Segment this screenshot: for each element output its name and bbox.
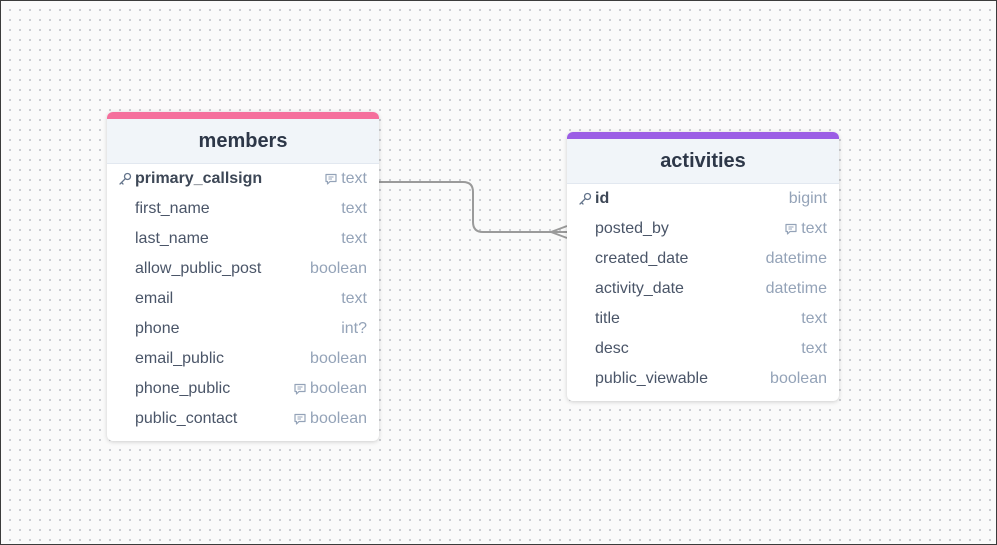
field-name: primary_callsign <box>135 170 263 187</box>
field-type: text <box>801 310 827 328</box>
field-name: activity_date <box>595 280 684 297</box>
field-name: posted_by <box>595 220 669 237</box>
field-name: title <box>595 310 620 327</box>
field-name: desc <box>595 340 629 357</box>
field-type: boolean <box>770 370 827 388</box>
field-type: datetime <box>766 250 827 268</box>
field-type-label: boolean <box>770 370 827 387</box>
field-type: text <box>341 290 367 308</box>
field-type-label: boolean <box>310 380 367 397</box>
crowfoot-many-icon <box>550 225 568 239</box>
field-row[interactable]: desc text <box>567 334 839 364</box>
comment-note-icon[interactable] <box>293 382 307 396</box>
field-type: datetime <box>766 280 827 298</box>
field-type-label: datetime <box>765 280 827 297</box>
field-row[interactable]: last_name text <box>107 224 379 254</box>
field-row[interactable]: public_viewable boolean <box>567 364 839 394</box>
field-type: boolean <box>310 260 367 278</box>
field-row[interactable]: created_date datetime <box>567 244 839 274</box>
field-row[interactable]: posted_by text <box>567 214 839 244</box>
table-title: members <box>198 129 288 152</box>
field-type: boolean <box>293 410 367 428</box>
field-name: created_date <box>595 250 689 267</box>
field-name: email_public <box>135 350 224 367</box>
field-name: last_name <box>135 230 209 247</box>
field-name: public_contact <box>135 410 238 427</box>
field-type-label: boolean <box>310 410 367 427</box>
field-name: public_viewable <box>595 370 708 387</box>
field-type-label: text <box>801 340 827 357</box>
field-row[interactable]: primary_callsign text <box>107 164 379 194</box>
field-type: boolean <box>310 350 367 368</box>
comment-note-icon[interactable] <box>324 172 338 186</box>
field-row[interactable]: phone int? <box>107 314 379 344</box>
table-header[interactable]: activities <box>567 132 839 184</box>
table-header[interactable]: members <box>107 112 379 164</box>
field-type: text <box>801 340 827 358</box>
field-type: text <box>341 200 367 218</box>
field-type-label: text <box>801 220 827 237</box>
field-row[interactable]: id bigint <box>567 184 839 214</box>
field-type-label: bigint <box>788 190 827 207</box>
field-name: allow_public_post <box>135 260 262 277</box>
field-row[interactable]: email text <box>107 284 379 314</box>
primary-key-icon <box>578 192 592 206</box>
field-type: boolean <box>293 380 367 398</box>
field-type: int? <box>341 320 367 338</box>
field-name: email <box>135 290 174 307</box>
comment-note-icon[interactable] <box>784 222 798 236</box>
field-row[interactable]: phone_public boolean <box>107 374 379 404</box>
field-type-label: text <box>801 310 827 327</box>
field-name: phone <box>135 320 180 337</box>
field-name: id <box>595 190 610 207</box>
field-row[interactable]: public_contact boolean <box>107 404 379 434</box>
field-type-label: text <box>341 170 367 187</box>
field-type: text <box>324 170 367 188</box>
field-row[interactable]: first_name text <box>107 194 379 224</box>
field-type: text <box>341 230 367 248</box>
field-row[interactable]: allow_public_post boolean <box>107 254 379 284</box>
field-type-label: int? <box>341 320 367 337</box>
field-type: text <box>784 220 827 238</box>
table-title: activities <box>660 149 746 172</box>
field-type-label: text <box>341 290 367 307</box>
comment-note-icon[interactable] <box>293 412 307 426</box>
field-name: phone_public <box>135 380 231 397</box>
field-type-label: text <box>341 230 367 247</box>
field-type-label: boolean <box>310 350 367 367</box>
field-type: bigint <box>789 190 827 208</box>
primary-key-icon <box>118 172 132 186</box>
field-type-label: datetime <box>765 250 827 267</box>
field-row[interactable]: email_public boolean <box>107 344 379 374</box>
field-row[interactable]: title text <box>567 304 839 334</box>
field-name: first_name <box>135 200 210 217</box>
field-type-label: text <box>341 200 367 217</box>
field-type-label: boolean <box>310 260 367 277</box>
field-row[interactable]: activity_date datetime <box>567 274 839 304</box>
